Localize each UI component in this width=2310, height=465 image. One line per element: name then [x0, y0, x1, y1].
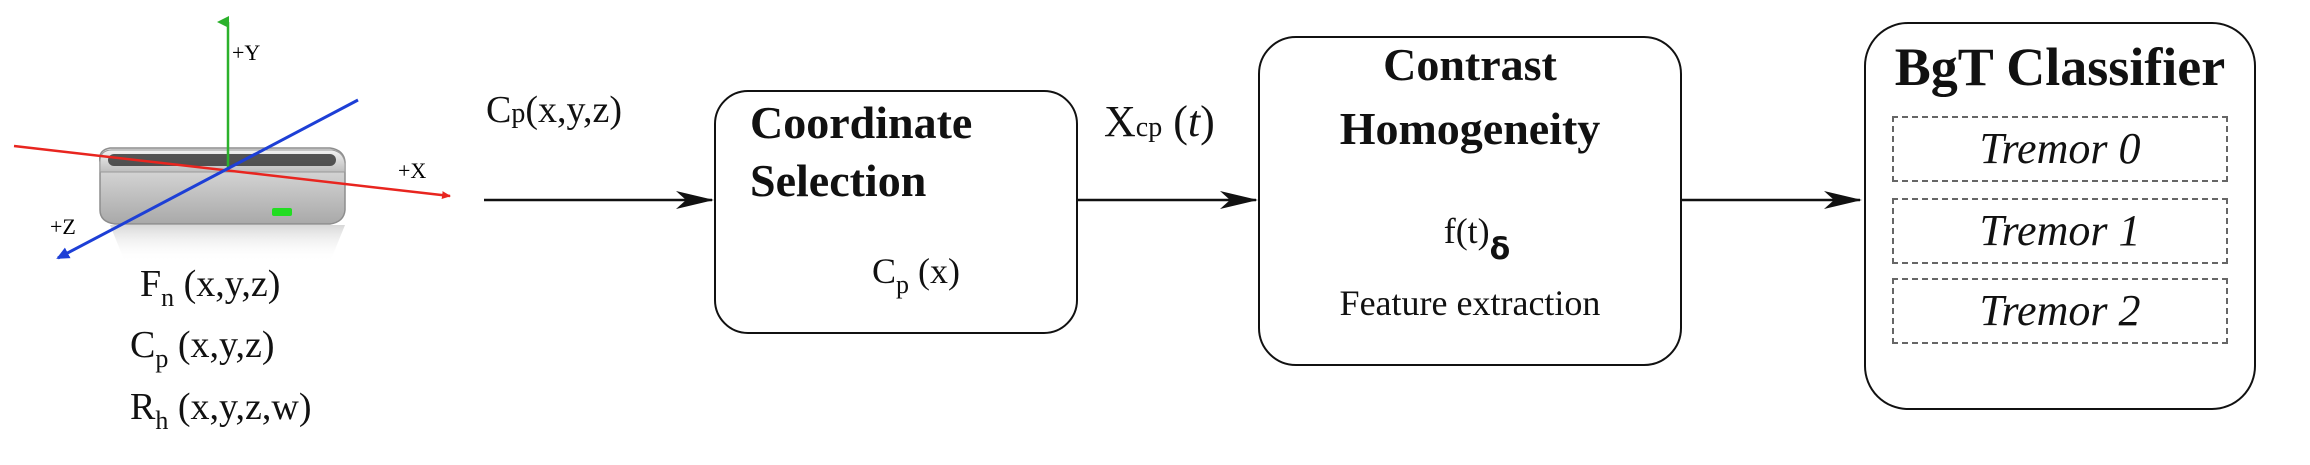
bgt-classifier-box: BgT Classifier Tremor 0 Tremor 1 Tremor … — [1864, 22, 2256, 410]
y-axis-label: +Y — [232, 40, 260, 65]
coordinate-selection-formula: Cp (x) — [756, 250, 1076, 299]
coordinate-selection-title-line1: Coordinate — [750, 97, 973, 148]
tremor-2-class: Tremor 2 — [1892, 278, 2228, 344]
cp-output-label: Cp (x,y,z) — [130, 323, 275, 373]
cp-args: (x,y,z) — [168, 324, 275, 366]
contrast-homogeneity-box: Contrast Homogeneity f(t)δ Feature extra… — [1258, 36, 1682, 366]
cp-sub: p — [155, 344, 169, 373]
contrast-title-line2: Homogeneity — [1339, 103, 1601, 154]
arrow2-close: ) — [1200, 97, 1215, 146]
z-axis-line — [56, 98, 359, 260]
x-axis-line — [13, 144, 451, 200]
arrow1-sub: p — [511, 98, 526, 129]
contrast-formula-main: f(t) — [1443, 211, 1490, 251]
arrow1-main: C — [486, 89, 512, 131]
x-axis-label: +X — [398, 158, 426, 183]
arrow2-open: ( — [1162, 97, 1188, 146]
cs-formula-args: (x) — [909, 251, 960, 291]
fn-args: (x,y,z) — [174, 263, 281, 305]
leap-motion-device-illustration: +Y +X +Z — [13, 16, 451, 262]
contrast-formula: f(t)δ — [1274, 210, 1680, 267]
coordinate-selection-title-line2: Selection — [750, 155, 927, 206]
z-axis-label: +Z — [50, 214, 76, 239]
arrow2-sub: cp — [1135, 112, 1163, 143]
fn-output-label: Fn (x,y,z) — [140, 262, 281, 312]
arrow1-args: (x,y,z) — [525, 89, 623, 131]
fn-sub: n — [161, 283, 175, 312]
tremor-1-class: Tremor 1 — [1892, 198, 2228, 264]
contrast-formula-sub: δ — [1489, 232, 1511, 267]
rh-args: (x,y,z,w) — [168, 386, 312, 428]
rh-sub: h — [155, 406, 169, 435]
tremor-0-class: Tremor 0 — [1892, 116, 2228, 182]
classifier-title: BgT Classifier — [1894, 37, 2226, 97]
feature-extraction-caption: Feature extraction — [1339, 283, 1601, 323]
contrast-title-line1: Contrast — [1383, 39, 1557, 90]
cp-main: C — [130, 324, 156, 366]
cs-formula-sub: p — [896, 270, 910, 299]
rh-output-label: Rh (x,y,z,w) — [130, 385, 312, 435]
device-reflection — [110, 225, 345, 262]
fn-main: F — [140, 263, 162, 305]
rh-main: R — [130, 386, 156, 428]
cs-formula-main: C — [872, 251, 897, 291]
arrow2-main: X — [1104, 97, 1136, 146]
arrow1-label: Cp(x,y,z) — [486, 88, 622, 132]
device-led — [272, 208, 292, 216]
coordinate-selection-box: Coordinate Selection Cp (x) — [714, 90, 1078, 334]
arrow2-label: Xcp (t) — [1104, 96, 1215, 147]
arrow2-var: t — [1187, 97, 1201, 146]
